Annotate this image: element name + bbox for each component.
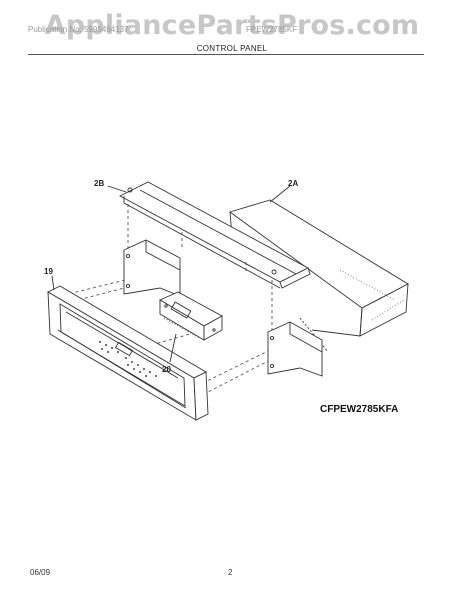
screw-hole-icon xyxy=(271,269,277,275)
part-20-control-board xyxy=(159,291,223,341)
callout-19: 19 xyxy=(44,267,53,276)
left-bracket xyxy=(123,239,181,297)
callout-20: 20 xyxy=(162,365,171,374)
section-title: CONTROL PANEL xyxy=(196,44,268,53)
watermark: AppliancePartsPros.com xyxy=(44,10,420,41)
screw-hole-icon xyxy=(127,187,133,193)
model-code: CFPEW2785KFA xyxy=(320,404,399,415)
part-2b-cover xyxy=(119,181,311,289)
callout-2a: 2A xyxy=(288,179,298,188)
right-bracket xyxy=(267,321,323,377)
footer-date: 06/09 xyxy=(30,568,51,577)
header-rule xyxy=(28,54,424,55)
part-19-front-panel xyxy=(47,285,209,421)
page-number: 2 xyxy=(228,568,233,577)
callout-2b: 2B xyxy=(94,179,104,188)
part-2a-panel xyxy=(229,199,409,353)
model-fragment: FPEW2785KF xyxy=(246,25,298,34)
leader-lines xyxy=(51,185,291,363)
publication-number: Publication No: 5995494137 xyxy=(28,25,129,34)
